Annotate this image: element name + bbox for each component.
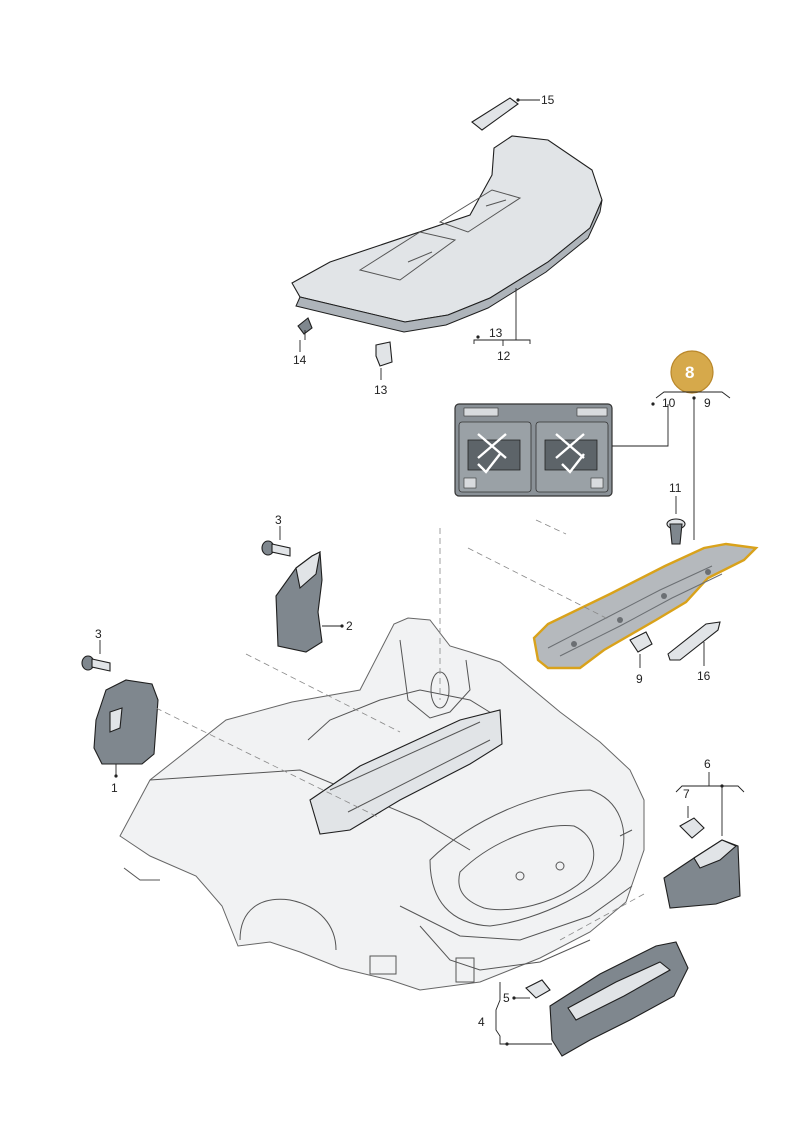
bracket-8: [655, 391, 731, 399]
leader-10: [612, 404, 669, 447]
callout-8: 8: [685, 363, 694, 382]
bracket-12: [473, 339, 531, 344]
warning-label-icon[interactable]: [454, 403, 613, 497]
bracket-icon[interactable]: [629, 631, 653, 653]
side-trim-panel-icon[interactable]: [275, 551, 323, 653]
clip-icon[interactable]: [375, 341, 393, 367]
callout-13b: 13: [489, 326, 503, 340]
callout-5: 5: [503, 991, 510, 1005]
side-panel-icon[interactable]: [93, 679, 159, 765]
screw-icon[interactable]: [81, 655, 111, 672]
guide-line: [467, 547, 611, 621]
rear-panel-icon[interactable]: [663, 839, 741, 909]
callout-13a: 13: [374, 383, 388, 397]
crossmember-icon[interactable]: [532, 542, 759, 670]
clip-icon[interactable]: [525, 979, 551, 999]
callout-16: 16: [697, 669, 711, 683]
fastener-icon[interactable]: [666, 518, 686, 545]
lower-trim-panel-icon[interactable]: [549, 941, 689, 1057]
callout-1: 1: [111, 781, 118, 795]
callout-12: 12: [497, 349, 511, 363]
callout-9a: 9: [704, 396, 711, 410]
seal-strip-icon[interactable]: [667, 621, 721, 661]
clip-icon[interactable]: [679, 817, 705, 839]
parcel-shelf-icon[interactable]: [291, 135, 603, 333]
trim-strip-icon[interactable]: [471, 97, 519, 131]
bracket-6: [675, 785, 745, 793]
callout-2: 2: [346, 619, 353, 633]
vehicle-body-icon: [119, 617, 645, 991]
callout-15: 15: [541, 93, 555, 107]
callout-3a: 3: [275, 513, 282, 527]
callout-9b: 9: [636, 672, 643, 686]
callout-3b: 3: [95, 627, 102, 641]
callout-4: 4: [478, 1015, 485, 1029]
part-badge[interactable]: 8: [670, 350, 714, 394]
callout-14: 14: [293, 353, 307, 367]
callout-10: 10: [662, 396, 676, 410]
callout-7: 7: [683, 787, 690, 801]
callout-6: 6: [704, 757, 711, 771]
guide-line: [559, 893, 645, 941]
callout-11: 11: [669, 481, 682, 495]
guide-line: [155, 707, 381, 819]
screw-icon[interactable]: [297, 317, 313, 340]
guide-line: [245, 653, 401, 733]
bracket-4: [495, 982, 552, 1045]
screw-icon[interactable]: [261, 540, 291, 557]
guide-line: [535, 519, 567, 535]
